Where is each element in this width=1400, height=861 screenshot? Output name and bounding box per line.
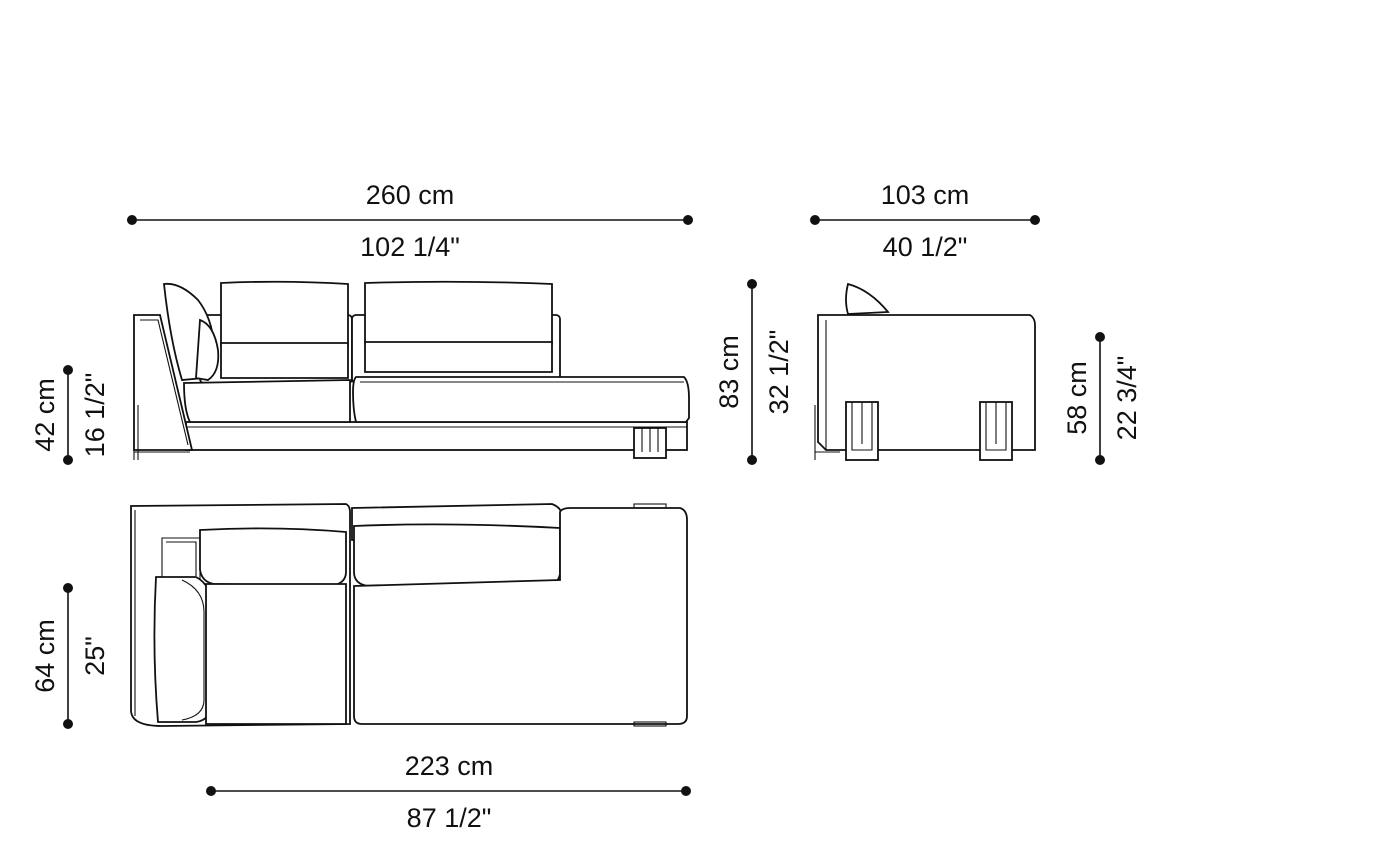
plan-depth-in-label: 25" — [80, 636, 110, 676]
side-depth-cm-label: 103 cm — [881, 180, 970, 210]
side-depth-in-label: 40 1/2" — [883, 232, 968, 262]
front-view-sofa — [133, 280, 690, 460]
plan-width-in-label: 87 1/2" — [407, 803, 492, 833]
plan-view-sofa — [130, 503, 688, 727]
front-width-in-label: 102 1/4" — [360, 232, 460, 262]
arm-height-cm-label: 58 cm — [1062, 361, 1092, 435]
seat-height-in-label: 16 1/2" — [80, 373, 110, 458]
plan-depth-dimension: 64 cm 25" — [30, 583, 110, 729]
total-height-cm-label: 83 cm — [714, 335, 744, 409]
seat-height-cm-label: 42 cm — [30, 378, 60, 452]
side-view-sofa — [814, 282, 1036, 461]
total-height-dimension: 83 cm 32 1/2" — [714, 279, 794, 465]
plan-width-dimension: 223 cm 87 1/2" — [206, 751, 691, 833]
front-width-cm-label: 260 cm — [366, 180, 455, 210]
seat-height-dimension: 42 cm 16 1/2" — [30, 365, 110, 465]
plan-width-cm-label: 223 cm — [405, 751, 494, 781]
total-height-in-label: 32 1/2" — [764, 330, 794, 415]
arm-height-in-label: 22 3/4" — [1112, 356, 1142, 441]
front-width-dimension: 260 cm 102 1/4" — [127, 180, 693, 262]
arm-height-dimension: 58 cm 22 3/4" — [1062, 332, 1142, 465]
plan-depth-cm-label: 64 cm — [30, 619, 60, 693]
side-depth-dimension: 103 cm 40 1/2" — [810, 180, 1040, 262]
